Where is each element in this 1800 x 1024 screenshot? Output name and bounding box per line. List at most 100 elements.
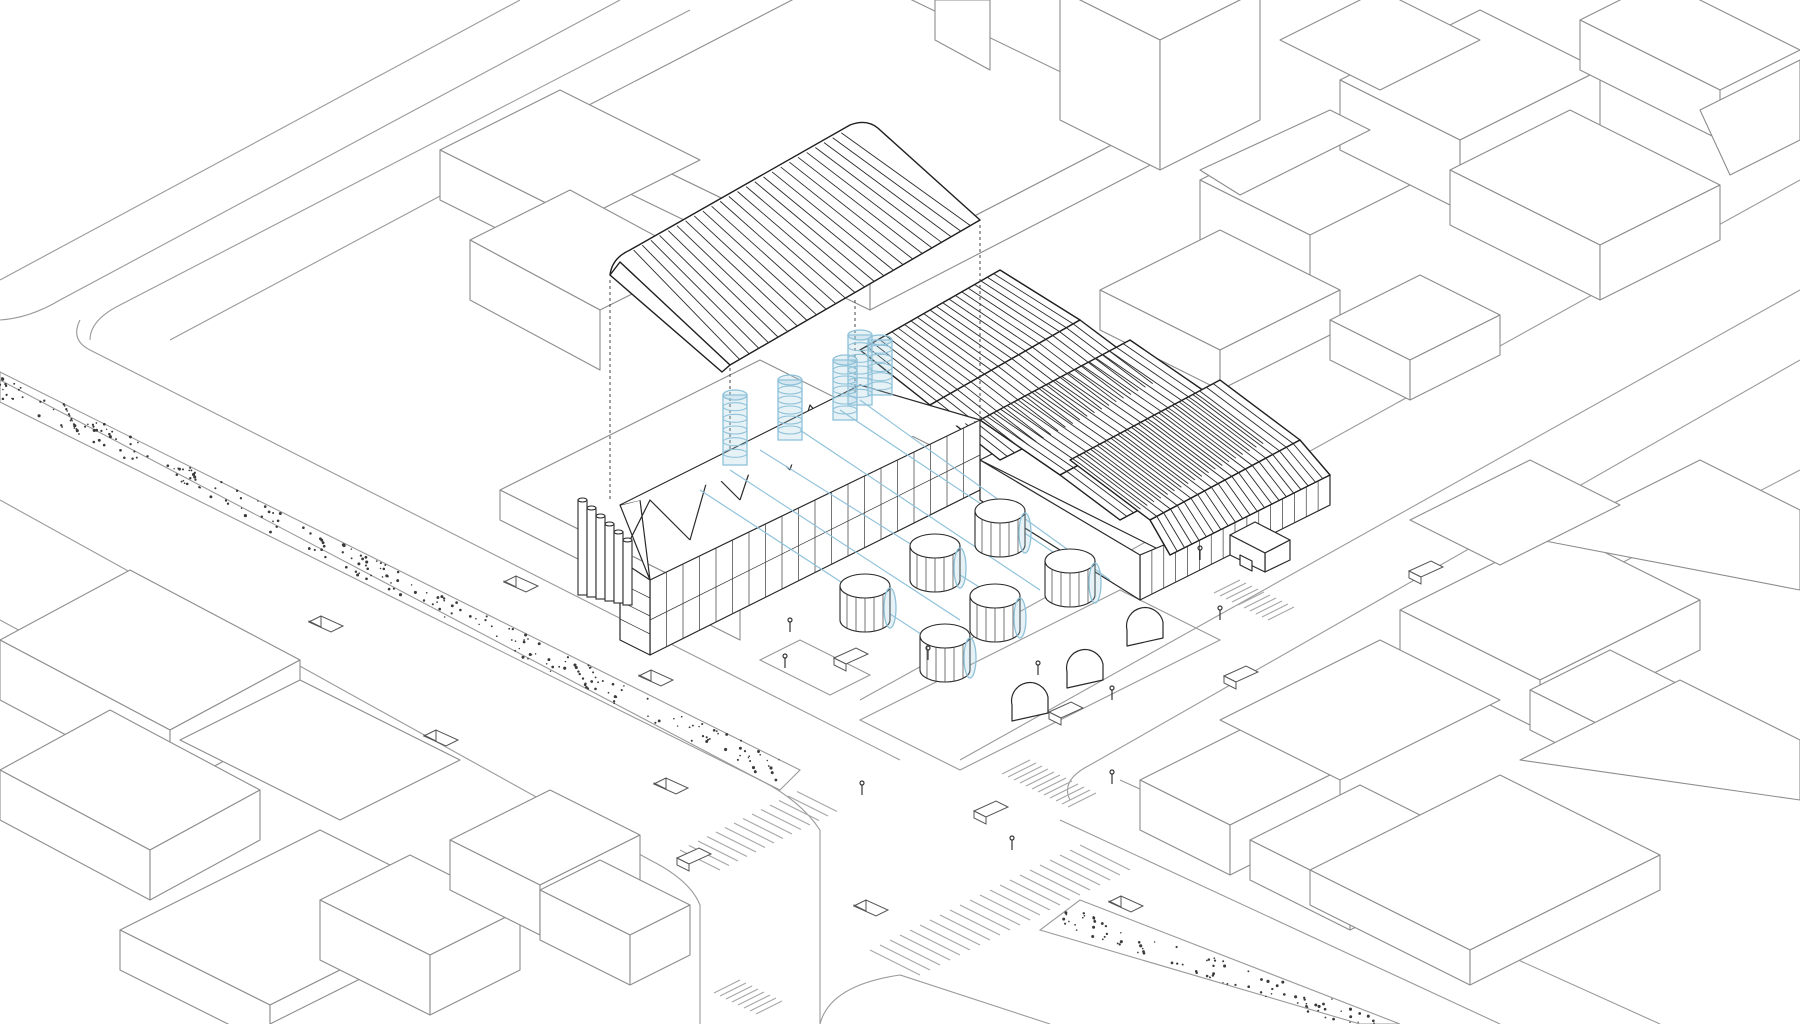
speck (701, 722, 704, 726)
speck (484, 619, 487, 622)
crosswalk-stripe (743, 994, 771, 1009)
speck (1303, 996, 1306, 999)
speck (188, 469, 191, 472)
speck (102, 422, 106, 426)
speck (309, 532, 312, 535)
speck (620, 689, 623, 692)
roof-rib (1158, 412, 1265, 508)
speck (425, 591, 428, 594)
speck (563, 666, 567, 670)
speck (321, 541, 325, 545)
speck (688, 726, 691, 729)
speck (1065, 913, 1068, 916)
speck (313, 548, 316, 552)
speck (594, 676, 597, 679)
speck (747, 756, 750, 759)
speck (724, 747, 728, 752)
road-edge (76, 319, 901, 761)
speck (1153, 941, 1156, 943)
speck (680, 715, 683, 718)
speck (436, 601, 438, 603)
speck (613, 695, 617, 699)
speck (676, 725, 679, 727)
speck (673, 717, 675, 720)
crosswalk-stripe (688, 844, 730, 867)
speck (443, 599, 446, 602)
speck (1, 377, 5, 381)
tank-ring (722, 413, 748, 423)
pedestrian-head (1109, 769, 1115, 775)
speck (19, 386, 22, 389)
crosswalk-stripe (1267, 606, 1295, 621)
speck (440, 595, 444, 599)
car-side (1408, 570, 1422, 585)
pedestrians (782, 545, 1223, 850)
roof-rib (923, 313, 1074, 424)
speck (436, 596, 440, 599)
speck (1324, 1016, 1327, 1019)
speck (1105, 932, 1109, 936)
truck-front (1229, 534, 1266, 573)
crosswalk-stripe (724, 826, 766, 849)
speck (1213, 959, 1217, 962)
roof-rib (942, 302, 1095, 414)
speck (66, 410, 69, 412)
roof-rib (1151, 416, 1258, 512)
crosswalk-stripe (1009, 879, 1061, 906)
west-hall-ridge (619, 384, 981, 506)
speck (320, 538, 324, 542)
speck (193, 475, 197, 479)
speck (518, 647, 521, 650)
speck (1266, 979, 1270, 983)
tank-ring (832, 405, 858, 415)
speck (1081, 916, 1084, 919)
pedestrian-head (782, 653, 788, 659)
pipe (839, 409, 1081, 571)
speck (387, 587, 391, 591)
speck (611, 682, 615, 686)
speck (459, 608, 462, 612)
speck (1213, 957, 1216, 960)
crosswalk-stripe (1025, 771, 1055, 787)
speck (523, 639, 525, 641)
speck (243, 514, 247, 518)
speck (75, 429, 79, 433)
speck (612, 700, 616, 703)
tank-ring (832, 375, 858, 385)
car-side (1048, 711, 1062, 726)
speck (166, 464, 170, 468)
context-building (1199, 109, 1371, 196)
speck (475, 617, 477, 620)
speck (1322, 1002, 1325, 1006)
speck (1358, 1012, 1362, 1015)
crosswalk-stripe (1079, 844, 1131, 871)
speck (1294, 995, 1298, 999)
vertical-tank (722, 394, 748, 466)
speck (92, 428, 96, 432)
exploded-roof-ribs (633, 132, 971, 360)
speck (358, 572, 361, 574)
speck (275, 525, 278, 529)
roof-rib (1020, 397, 1162, 499)
speck (1247, 985, 1251, 989)
speck (366, 567, 370, 571)
speck (690, 739, 693, 742)
roof-rib (1090, 448, 1193, 545)
speck (1064, 922, 1067, 925)
crosswalk-stripe (879, 944, 931, 971)
speck (583, 683, 587, 687)
tank-ring (722, 402, 748, 412)
crosswalk-stripe (1231, 588, 1259, 603)
roof-rib (917, 316, 1066, 428)
speck (354, 570, 358, 573)
roof-rib (1097, 445, 1200, 541)
pipe (799, 429, 1041, 591)
speck (87, 423, 89, 426)
speck (1137, 941, 1141, 944)
speck (1306, 1010, 1310, 1013)
pavilion-coil (883, 587, 897, 629)
speck (578, 672, 581, 676)
speck (37, 414, 41, 418)
speck (1104, 924, 1108, 928)
roof-rib (1192, 394, 1302, 490)
